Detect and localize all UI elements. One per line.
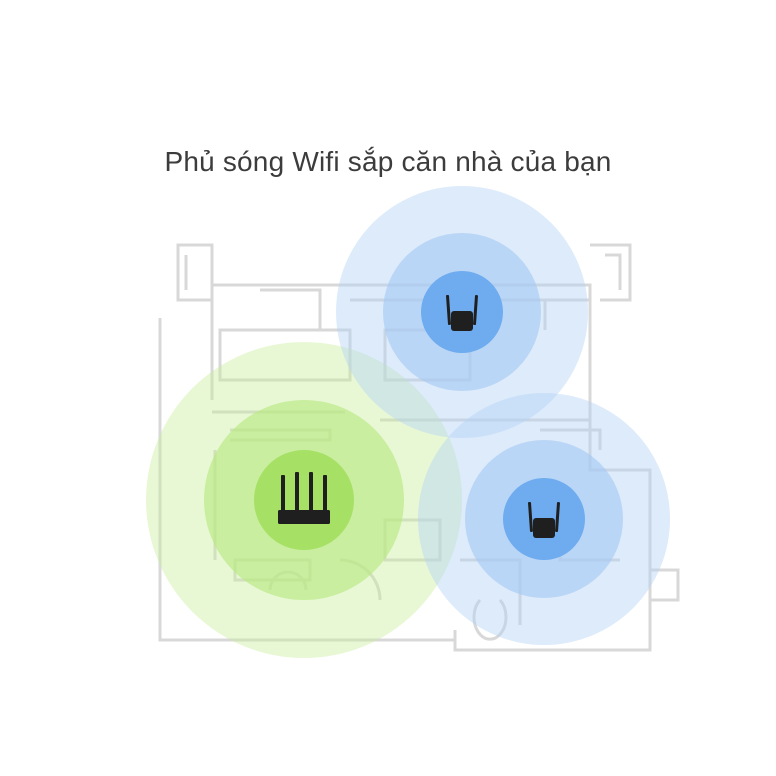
router-icon <box>278 472 330 524</box>
wifi-extender-icon <box>528 501 560 538</box>
headline: Phủ sóng Wifi sắp căn nhà của bạn <box>164 146 612 177</box>
wifi-extender-icon <box>446 294 478 331</box>
router-coverage-zone <box>146 342 462 658</box>
extender-top-coverage-zone <box>336 186 588 438</box>
